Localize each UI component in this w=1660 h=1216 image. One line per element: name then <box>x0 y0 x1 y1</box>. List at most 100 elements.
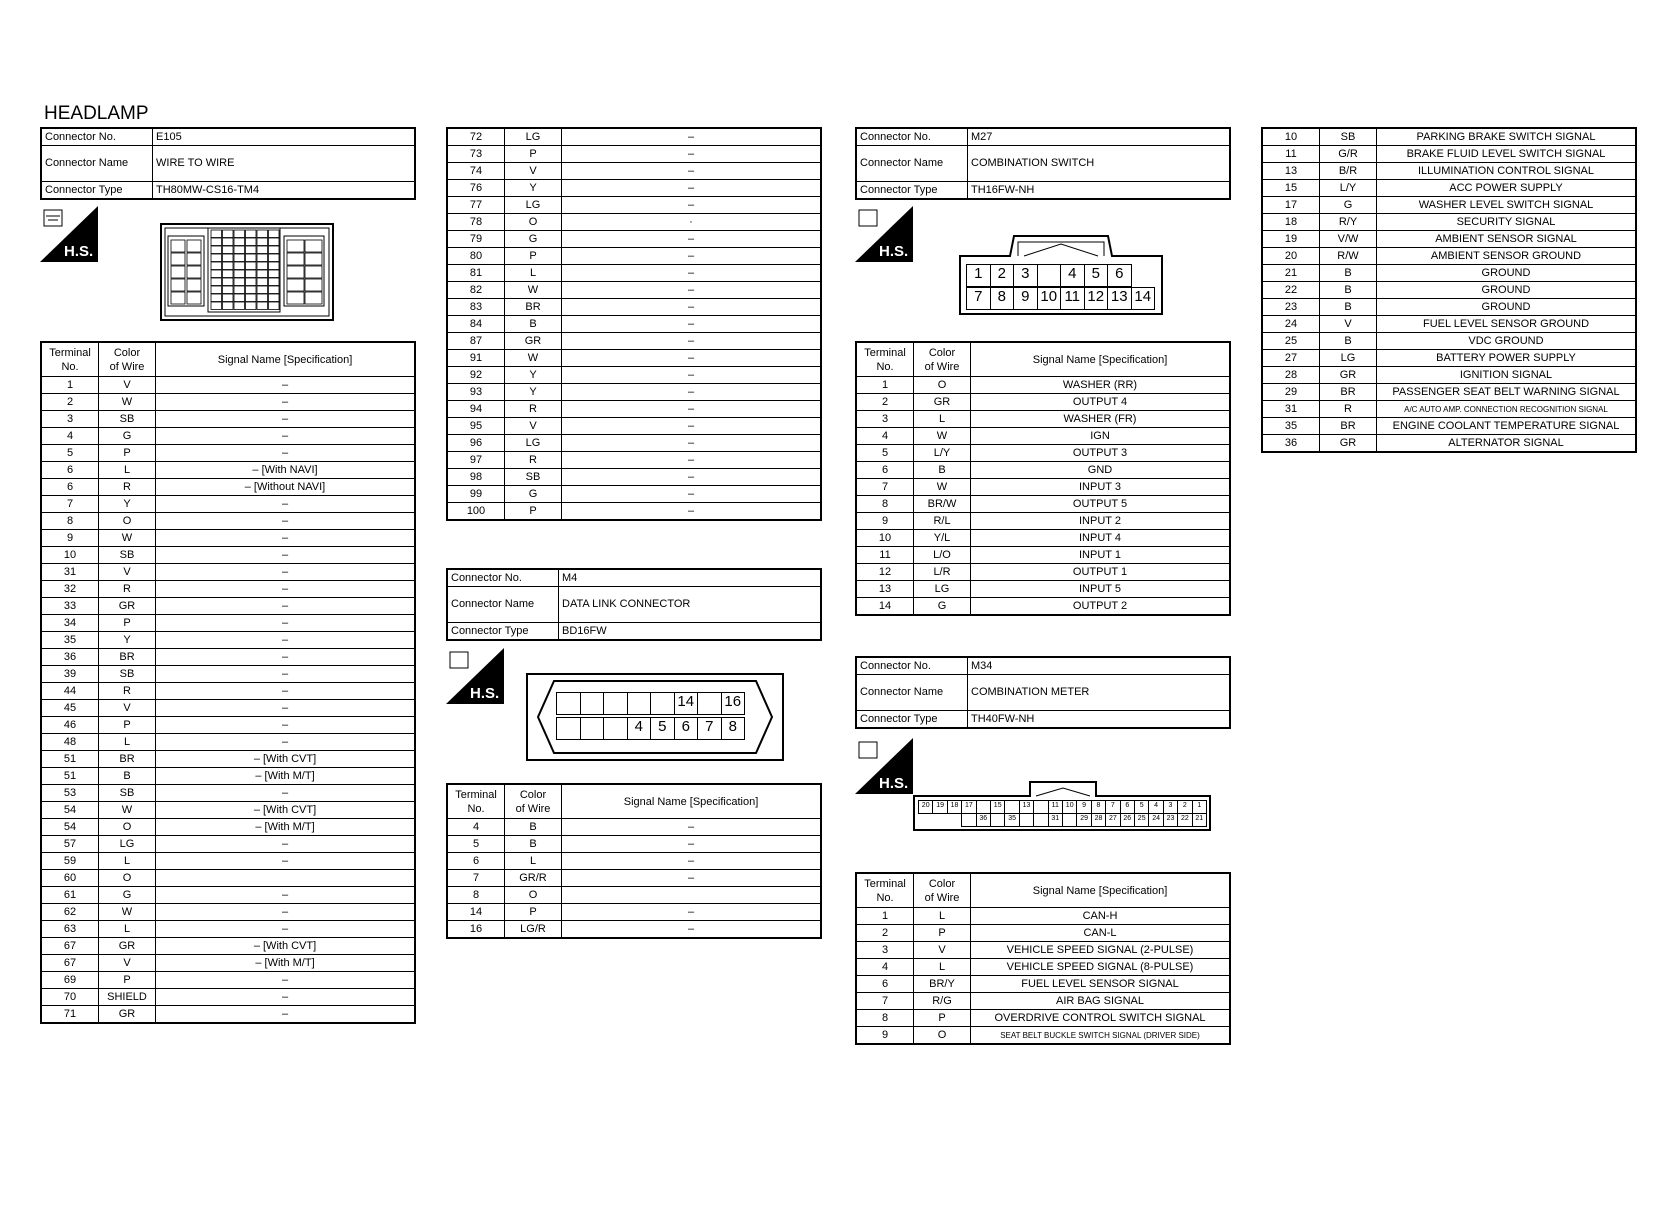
cell-signal: – <box>155 835 416 853</box>
header-signal: Signal Name [Specification] <box>970 341 1231 377</box>
cell-signal: – <box>561 349 822 367</box>
pin-cell: 3 <box>1162 800 1179 814</box>
cell-color: B/R <box>1319 162 1377 180</box>
cell-color: W <box>913 427 971 445</box>
cell-signal: – <box>155 665 416 683</box>
m34-connector-type: TH40FW-NH <box>967 710 1231 729</box>
label-connector-name: Connector Name <box>40 145 153 182</box>
hs-icon: H.S. <box>40 206 98 262</box>
cell-terminal: 5 <box>446 835 505 853</box>
pin-cell: 5 <box>1083 264 1108 287</box>
pin-cell: 1 <box>966 264 991 287</box>
cell-color: L/Y <box>1319 179 1377 197</box>
cell-signal: – [With CVT] <box>155 801 416 819</box>
pin-cell <box>990 813 1006 827</box>
cell-color: SB <box>98 784 156 802</box>
m34-connector-no: M34 <box>967 656 1231 675</box>
cell-signal: – <box>155 495 416 513</box>
cell-terminal: 7 <box>855 478 914 496</box>
cell-terminal: 6 <box>40 478 99 496</box>
cell-signal: – <box>561 298 822 316</box>
cell-color: SB <box>504 468 562 486</box>
cell-terminal: 33 <box>40 597 99 615</box>
cell-signal: – <box>561 451 822 469</box>
cell-color: LG <box>1319 349 1377 367</box>
pin-cell: 2 <box>989 264 1014 287</box>
cell-color: W <box>98 529 156 547</box>
pin-cell: 1 <box>1191 800 1207 814</box>
label-connector-name: Connector Name <box>855 145 968 182</box>
cell-color: GR <box>504 332 562 350</box>
cell-color: R/W <box>1319 247 1377 265</box>
cell-color: Y <box>504 383 562 401</box>
cell-color: B <box>1319 281 1377 299</box>
cell-terminal: 3 <box>855 941 914 959</box>
cell-terminal: 3 <box>855 410 914 428</box>
cell-signal: OUTPUT 5 <box>970 495 1231 513</box>
cell-terminal: 6 <box>855 975 914 993</box>
cell-terminal: 44 <box>40 682 99 700</box>
pin-cell: 24 <box>1148 813 1164 827</box>
cell-signal: – [Without NAVI] <box>155 478 416 496</box>
pin-cell: 13 <box>1107 287 1132 310</box>
pin-cell: 14 <box>673 692 698 715</box>
cell-signal: CAN-H <box>970 907 1231 925</box>
cell-signal: GROUND <box>1376 298 1637 316</box>
pin-cell: 4 <box>1060 264 1085 287</box>
cell-color: P <box>98 716 156 734</box>
cell-color: Y <box>98 495 156 513</box>
pin-cell <box>1033 800 1049 814</box>
cell-signal: – [With CVT] <box>155 937 416 955</box>
cell-color: Y/L <box>913 529 971 547</box>
m34-connector-name: COMBINATION METER <box>967 674 1231 711</box>
pin-cell: 6 <box>1107 264 1132 287</box>
cell-color: LG <box>504 196 562 214</box>
cell-color: L <box>98 733 156 751</box>
cell-color: BR <box>1319 417 1377 435</box>
cell-terminal: 72 <box>446 127 505 146</box>
cell-color: R <box>1319 400 1377 418</box>
cell-terminal: 29 <box>1261 383 1320 401</box>
cell-terminal: 67 <box>40 954 99 972</box>
hs-icon: H.S. <box>446 648 504 704</box>
cell-terminal: 78 <box>446 213 505 231</box>
e105-connector-name: WIRE TO WIRE <box>152 145 416 182</box>
cell-terminal: 2 <box>40 393 99 411</box>
cell-color: L <box>913 410 971 428</box>
cell-signal: – <box>155 444 416 462</box>
cell-terminal: 5 <box>855 444 914 462</box>
pin-cell: 17 <box>961 800 977 814</box>
cell-signal: – <box>561 383 822 401</box>
cell-color: L <box>98 920 156 938</box>
cell-terminal: 21 <box>1261 264 1320 282</box>
